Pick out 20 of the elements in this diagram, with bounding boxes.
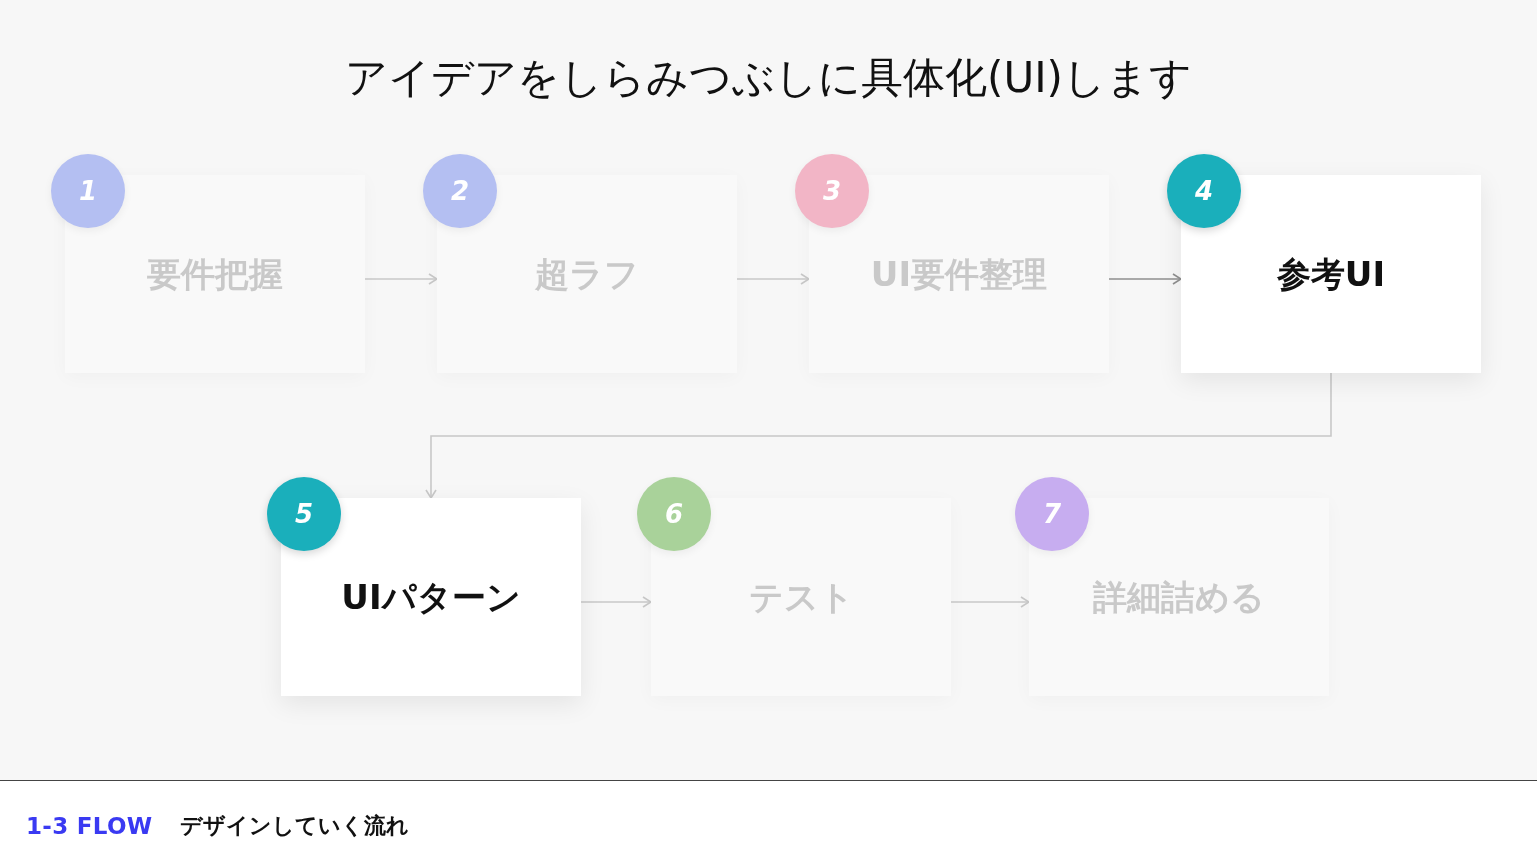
step-card bbox=[281, 498, 581, 696]
section-title: デザインしていく流れ bbox=[180, 812, 410, 840]
step-number: 2 bbox=[423, 154, 497, 228]
page-title: アイデアをしらみつぶしに具体化(UI)します bbox=[345, 52, 1192, 104]
section-number: 1-3 FLOW bbox=[26, 813, 153, 839]
step-label: UIパターン bbox=[341, 576, 521, 619]
connector-arrow bbox=[736, 273, 810, 285]
connector-arrow bbox=[364, 273, 438, 285]
step-number: 5 bbox=[267, 477, 341, 551]
step-number: 3 bbox=[795, 154, 869, 228]
step-number: 4 bbox=[1167, 154, 1241, 228]
step-card bbox=[1181, 175, 1481, 373]
step-label: 参考UI bbox=[1276, 253, 1386, 296]
step-number: 7 bbox=[1015, 477, 1089, 551]
step-number: 1 bbox=[51, 154, 125, 228]
connector-arrow bbox=[1108, 273, 1182, 285]
connector-arrow bbox=[580, 596, 652, 608]
connector-arrow bbox=[425, 372, 1332, 499]
connector-arrow bbox=[950, 596, 1030, 608]
step-number: 6 bbox=[637, 477, 711, 551]
